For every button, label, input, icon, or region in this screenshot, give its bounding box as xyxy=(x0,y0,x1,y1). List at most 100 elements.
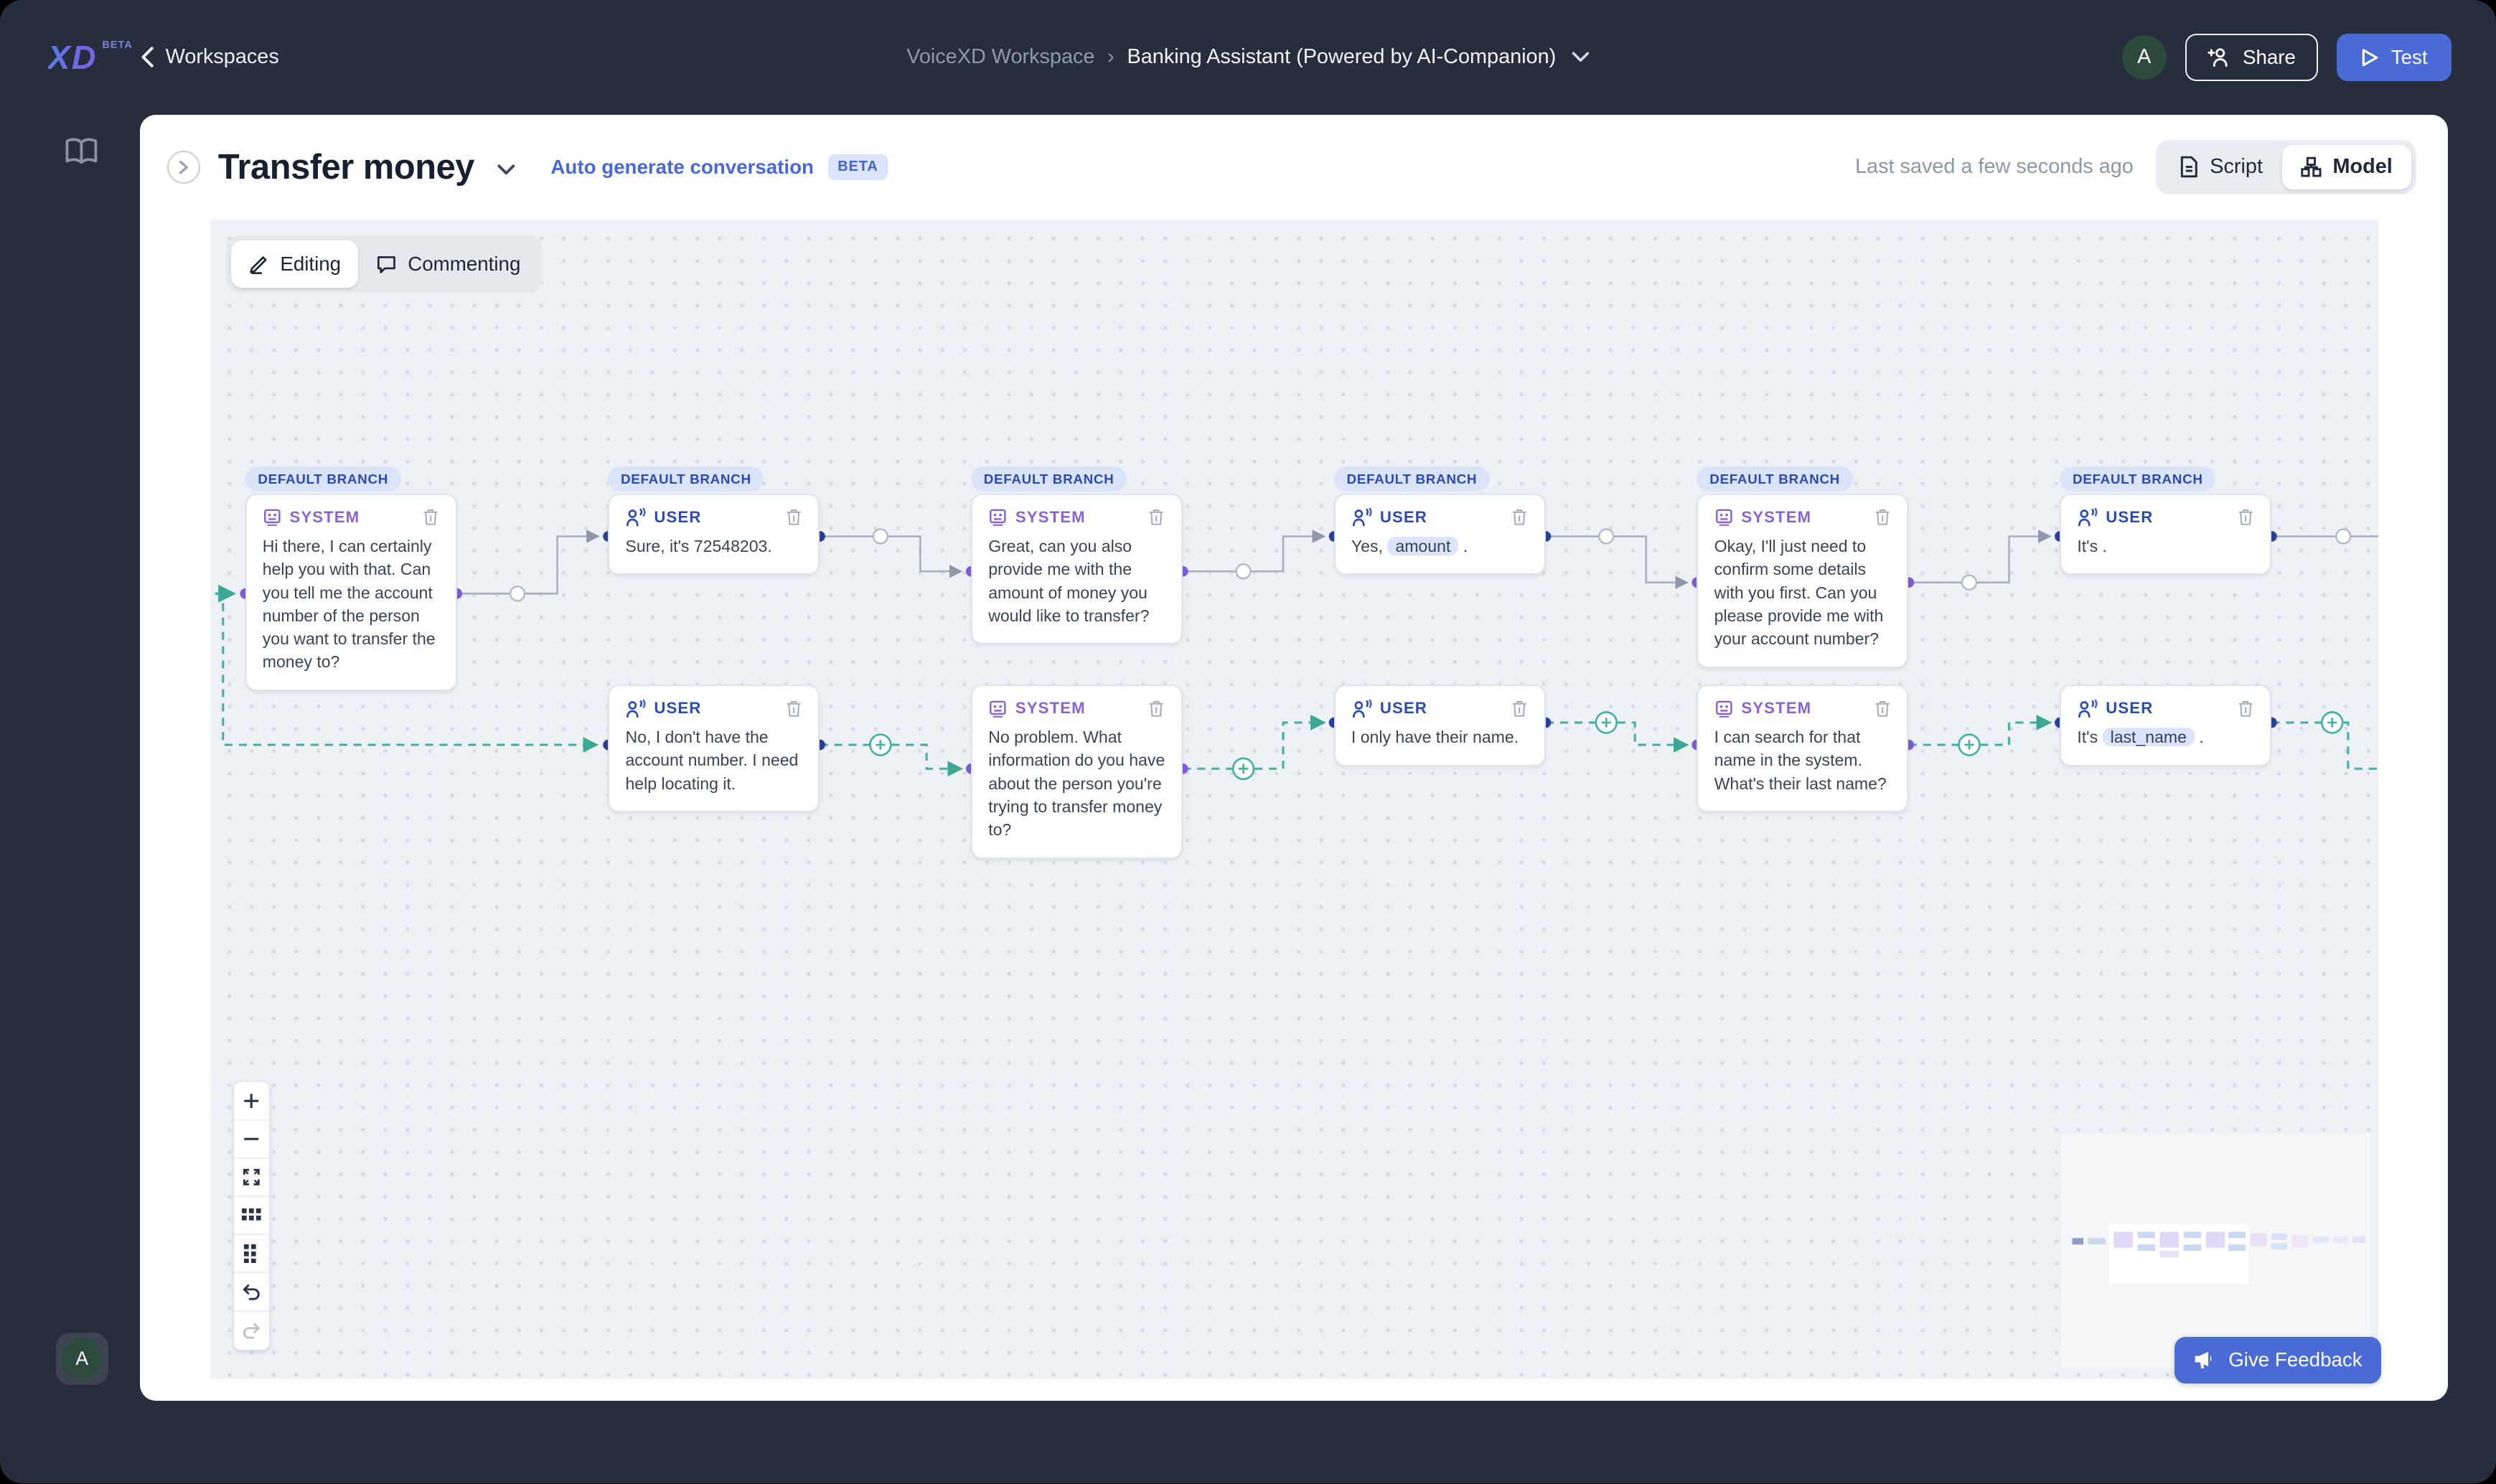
minimap[interactable] xyxy=(2061,1133,2370,1369)
delete-node-button[interactable] xyxy=(1874,699,1891,718)
utterance-text[interactable]: No problem. What information do you have… xyxy=(988,728,1165,840)
system-icon xyxy=(988,699,1008,718)
app-logo[interactable]: XD BETA xyxy=(48,38,133,77)
undo-button[interactable] xyxy=(234,1273,269,1312)
delete-node-button[interactable] xyxy=(422,507,439,527)
node-type-label: SYSTEM xyxy=(1741,507,1812,526)
flow-node-system[interactable]: SYSTEM Okay, I'll just need to confirm so… xyxy=(1697,493,1909,668)
auto-generate-conversation-link[interactable]: Auto generate conversation xyxy=(550,155,814,178)
utterance-text[interactable]: It's . xyxy=(2077,537,2107,556)
flow-node-user[interactable]: USER It's . xyxy=(2060,493,2272,576)
script-label: Script xyxy=(2210,155,2263,179)
breadcrumb-workspace[interactable]: VoiceXD Workspace xyxy=(906,45,1095,69)
user-icon xyxy=(2077,507,2098,527)
person-plus-icon xyxy=(2208,47,2231,67)
view-switcher: Script Model xyxy=(2155,140,2417,194)
megaphone-icon xyxy=(2193,1351,2215,1370)
user-icon xyxy=(2077,699,2098,718)
node-type-label: SYSTEM xyxy=(1015,698,1086,717)
utterance-text[interactable]: No, I don't have the account number. I n… xyxy=(625,728,799,793)
user-icon xyxy=(625,507,647,527)
branch-badge: DEFAULT BRANCH xyxy=(971,466,1127,492)
delete-node-button[interactable] xyxy=(1874,507,1891,527)
user-avatar[interactable]: A xyxy=(2121,34,2167,80)
delete-node-button[interactable] xyxy=(2237,507,2254,527)
give-feedback-button[interactable]: Give Feedback xyxy=(2174,1337,2382,1384)
back-to-workspaces[interactable]: Workspaces xyxy=(140,0,279,115)
delete-node-button[interactable] xyxy=(1148,699,1165,718)
open-book-icon xyxy=(64,137,99,167)
node-type-label: USER xyxy=(2106,698,2154,717)
node-type-label: SYSTEM xyxy=(1015,507,1086,526)
chevron-down-icon[interactable] xyxy=(1572,52,1590,63)
node-type-label: SYSTEM xyxy=(1741,698,1812,717)
zoom-out-button[interactable] xyxy=(234,1121,269,1159)
node-type-label: USER xyxy=(2106,507,2154,526)
breadcrumb-project[interactable]: Banking Assistant (Powered by AI-Compani… xyxy=(1127,45,1557,69)
delete-node-button[interactable] xyxy=(2237,699,2254,718)
utterance-text[interactable]: Yes, amount . xyxy=(1351,537,1468,556)
avatar-initial: A xyxy=(75,1347,89,1369)
flow-node-user[interactable]: USER It's last_name . xyxy=(2060,684,2272,766)
delete-node-button[interactable] xyxy=(1511,507,1528,527)
layout-vertical-button[interactable] xyxy=(234,1235,269,1274)
view-model-button[interactable]: Model xyxy=(2281,144,2412,189)
breadcrumb: VoiceXD Workspace › Banking Assistant (P… xyxy=(906,0,1590,115)
test-button[interactable]: Test xyxy=(2337,33,2452,82)
utterance-text[interactable]: Okay, I'll just need to confirm some det… xyxy=(1714,537,1884,649)
flow-edges xyxy=(215,528,2378,781)
variable-chip[interactable]: last_name xyxy=(2102,728,2195,747)
share-label: Share xyxy=(2242,45,2296,68)
delete-node-button[interactable] xyxy=(785,699,802,718)
delete-node-button[interactable] xyxy=(1148,507,1165,527)
share-button[interactable]: Share xyxy=(2185,33,2318,82)
node-type-label: SYSTEM xyxy=(289,507,360,526)
system-icon xyxy=(1714,699,1734,718)
flow-node-user[interactable]: USER Yes, amount . xyxy=(1333,493,1546,576)
profile-nav-item[interactable]: A xyxy=(55,1332,108,1385)
breadcrumb-separator: › xyxy=(1107,45,1115,69)
flow-node-system[interactable]: SYSTEM Great, can you also provide me wit… xyxy=(971,493,1183,645)
mode-switcher: Editing Commenting xyxy=(225,235,543,293)
flow-node-system[interactable]: SYSTEM No problem. What information do yo… xyxy=(971,684,1183,859)
redo-button[interactable] xyxy=(234,1312,269,1350)
flow-node-system[interactable]: SYSTEM I can search for that name in the … xyxy=(1697,684,1909,813)
logo-beta-label: BETA xyxy=(102,39,133,52)
branch-badge: DEFAULT BRANCH xyxy=(608,466,764,492)
user-icon xyxy=(1351,699,1372,718)
chevron-down-icon[interactable] xyxy=(497,164,516,177)
editing-tab[interactable]: Editing xyxy=(230,240,359,288)
commenting-tab[interactable]: Commenting xyxy=(358,240,538,288)
system-icon xyxy=(1714,507,1734,527)
utterance-text[interactable]: I can search for that name in the system… xyxy=(1714,728,1887,793)
collapse-panel-button[interactable] xyxy=(166,150,201,184)
utterance-text[interactable]: It's last_name . xyxy=(2077,728,2204,747)
layout-horizontal-button[interactable] xyxy=(234,1197,269,1236)
delete-node-button[interactable] xyxy=(1511,699,1528,718)
delete-node-button[interactable] xyxy=(785,507,802,527)
flow-header: Transfer money Auto generate conversatio… xyxy=(140,115,2448,220)
utterance-text[interactable]: I only have their name. xyxy=(1351,728,1519,747)
fit-view-button[interactable] xyxy=(234,1159,269,1197)
last-saved-status: Last saved a few seconds ago xyxy=(1855,155,2134,179)
pencil-icon xyxy=(248,254,269,275)
flow-node-system[interactable]: SYSTEM Hi there, I can certainly help you… xyxy=(245,493,457,691)
variable-chip[interactable]: amount xyxy=(1387,537,1459,556)
node-type-label: USER xyxy=(1379,507,1427,526)
view-script-button[interactable]: Script xyxy=(2161,145,2282,189)
user-icon xyxy=(1351,507,1372,527)
flow-canvas[interactable]: Editing Commenting DEFAULT BRANCH SYSTEM H… xyxy=(210,220,2378,1379)
editing-label: Editing xyxy=(280,253,342,276)
utterance-text[interactable]: Great, can you also provide me with the … xyxy=(988,537,1150,625)
logo-text: XD xyxy=(47,39,98,77)
utterance-text[interactable]: Hi there, I can certainly help you with … xyxy=(262,537,436,672)
flow-title[interactable]: Transfer money xyxy=(217,147,475,187)
zoom-in-button[interactable] xyxy=(234,1082,269,1121)
library-nav-item[interactable] xyxy=(64,137,99,167)
utterance-text[interactable]: Sure, it's 72548203. xyxy=(625,537,772,556)
play-icon xyxy=(2361,48,2378,67)
